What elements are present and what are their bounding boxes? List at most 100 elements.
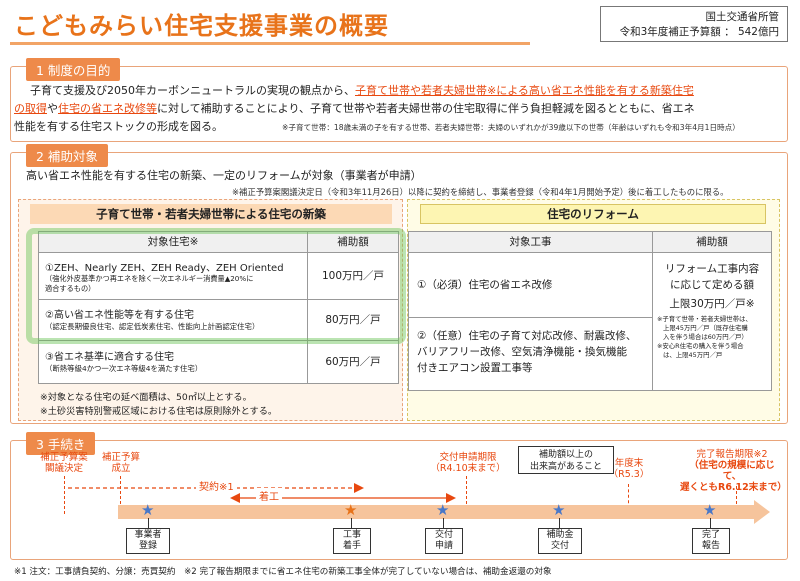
new-build-label: 子育て世帯・若者夫婦世帯による住宅の新築 bbox=[30, 204, 392, 224]
step-start-l2: 着手 bbox=[342, 541, 361, 551]
purpose-2d: に対して補助することにより、子育て世帯や若者夫婦世帯の住宅取得に伴う負担軽減を図… bbox=[157, 102, 695, 115]
tl-callout: 補助額以上の 出来高があること bbox=[518, 446, 614, 474]
section1-box bbox=[10, 66, 788, 142]
reform-row1: ①（必須）住宅の省エネ改修 bbox=[408, 252, 653, 318]
construction-arrowhead bbox=[446, 493, 456, 503]
step-grant-l2: 交付 bbox=[550, 541, 569, 551]
reform-amt-l1: リフォーム工事内容 bbox=[664, 263, 760, 275]
tl-fy-end: 年度末 （R5.3） bbox=[604, 458, 654, 480]
row1-title: ①ZEH、Nearly ZEH、ZEH Ready、ZEH Oriented bbox=[45, 263, 284, 274]
reform-row2: ②（任意）住宅の子育て対応改修、耐震改修、 バリアフリー改修、空気清浄機能・換気… bbox=[408, 317, 653, 391]
section3-heading: 3 手続き bbox=[26, 432, 96, 455]
step-report: 完了 報告 bbox=[692, 528, 730, 554]
reform-row2-l2: バリアフリー改修、空気清浄機能・換気機能 bbox=[417, 346, 627, 358]
ministry-box: 国土交通省所管 令和3年度補正予算額 ： 542億円 bbox=[600, 6, 788, 42]
step-conn-5 bbox=[710, 518, 711, 528]
tl-report-l3: 遅くともR6.12末まで） bbox=[680, 482, 787, 493]
tl-budget-l2: 成立 bbox=[111, 463, 131, 474]
page-title: こどもみらい住宅支援事業の概要 bbox=[14, 12, 389, 40]
timeline-arrows bbox=[68, 483, 770, 524]
step-conn-4 bbox=[559, 518, 560, 528]
ministry: 国土交通省所管 bbox=[705, 11, 780, 23]
reform-amt-l3: 上限30万円／戸※ bbox=[669, 298, 755, 310]
reform-row2-l3: 付きエアコン設置工事等 bbox=[417, 362, 533, 374]
contract-label: 契約※1 bbox=[196, 478, 237, 493]
reform-col-target: 対象工事 bbox=[408, 231, 653, 253]
star-icon-report: ★ bbox=[703, 501, 717, 519]
procedure-footnote: ※1 注文：工事請負契約、分譲：売買契約 ※2 完了報告期限までに省エネ住宅の新… bbox=[14, 567, 552, 577]
step-conn-3 bbox=[443, 518, 444, 528]
target-intro-note: ※補正予算案閣議決定日（令和3年11月26日）以降に契約を締結し、事業者登録（令… bbox=[232, 187, 729, 197]
reform-amt-n3: 入を伴う場合は60万円／戸） bbox=[663, 333, 748, 341]
tl-callout-l1: 補助額以上の bbox=[538, 450, 593, 460]
reform-amt-l2: に応じて定める額 bbox=[670, 279, 754, 291]
step-grant: 補助金 交付 bbox=[538, 528, 582, 554]
star-icon-start: ★ bbox=[344, 501, 358, 519]
row2-sub1: （認定長期優良住宅、認定低炭素住宅、性能向上計画認定住宅） bbox=[45, 322, 260, 331]
row2-title: ②高い省エネ性能等を有する住宅 bbox=[45, 310, 194, 321]
budget: 令和3年度補正予算額 ： 542億円 bbox=[619, 26, 779, 38]
target-intro: 高い省エネ性能を有する住宅の新築、一定のリフォームが対象（事業者が申請） bbox=[26, 169, 422, 182]
tl-deadline-l1: 交付申請期限 bbox=[439, 452, 497, 463]
purpose-line2: の取得や住宅の省エネ改修等に対して補助することにより、子育て世帯や若者夫婦世帯の… bbox=[14, 100, 788, 118]
reform-amt-n1: ※子育て世帯・若者夫婦世帯は、 bbox=[657, 315, 752, 323]
reform-amt-n5: は、上限45万円／戸 bbox=[663, 351, 723, 359]
tl-deadline: 交付申請期限 （R4.10末まで） bbox=[428, 452, 508, 474]
purpose-note: ※子育て世帯：18歳未満の子を有する世帯、若者夫婦世帯：夫婦のいずれかが39歳以… bbox=[282, 123, 740, 132]
step-register-l1: 事業者 bbox=[134, 530, 162, 540]
tl-deadline-l2: （R4.10末まで） bbox=[430, 463, 506, 474]
main-timeline-arrow bbox=[118, 500, 770, 524]
tl-budget-passed: 補正予算 成立 bbox=[92, 452, 150, 474]
construction-arrowtail bbox=[230, 493, 240, 503]
step-apply-l2: 申請 bbox=[434, 541, 453, 551]
tl-dash-5 bbox=[736, 486, 737, 514]
reform-label: 住宅のリフォーム bbox=[420, 204, 766, 224]
tl-dash-3 bbox=[466, 476, 467, 514]
purpose-2c: 住宅の省エネ改修等 bbox=[58, 102, 157, 115]
purpose-2b: や bbox=[47, 102, 58, 115]
tl-fy-l2: （R5.3） bbox=[608, 469, 650, 480]
reform-amt-n2: 上限45万円／戸（既存住宅購 bbox=[663, 324, 748, 332]
tl-report: 完了報告期限※2 （住宅の規模に応じて、 遅くともR6.12末まで） bbox=[680, 449, 787, 493]
new-build-note1: ※対象となる住宅の延べ面積は、50㎡以上とする。 bbox=[40, 392, 252, 403]
star-icon-register: ★ bbox=[141, 501, 155, 519]
tl-callout-l2: 出来高があること bbox=[529, 462, 602, 472]
contract-arrowhead bbox=[354, 483, 364, 493]
tl-dash-4 bbox=[628, 484, 629, 514]
new-build-row2-amount: 80万円／戸 bbox=[307, 299, 399, 341]
reform-row2-l1: ②（任意）住宅の子育て対応改修、耐震改修、 bbox=[417, 330, 637, 342]
step-grant-l1: 補助金 bbox=[546, 530, 574, 540]
tl-dash-1 bbox=[64, 476, 65, 514]
row3-title: ③省エネ基準に適合する住宅 bbox=[45, 352, 174, 363]
new-build-row3-target: ③省エネ基準に適合する住宅 （断熱等級4かつ一次エネ等級4を満たす住宅） bbox=[38, 340, 308, 384]
construction-label: 着工 bbox=[256, 488, 282, 503]
step-start-l1: 工事 bbox=[342, 530, 361, 540]
reform-col-amount: 補助額 bbox=[652, 231, 772, 253]
purpose-1b: 子育て世帯や若者夫婦世帯※による高い省エネ性能を有する新築住宅 bbox=[355, 84, 694, 97]
tl-cabinet-l2: 閣議決定 bbox=[44, 463, 83, 474]
tl-budget-l1: 補正予算 bbox=[101, 452, 140, 463]
section2-heading: 2 補助対象 bbox=[26, 144, 108, 167]
step-apply-l1: 交付 bbox=[434, 530, 453, 540]
row1-sub2: 適合するもの） bbox=[45, 284, 96, 293]
new-build-row2-target: ②高い省エネ性能等を有する住宅 （認定長期優良住宅、認定低炭素住宅、性能向上計画… bbox=[38, 299, 308, 341]
step-report-l1: 完了 bbox=[701, 530, 720, 540]
purpose-2a: の取得 bbox=[14, 102, 47, 115]
purpose-line1: 子育て支援及び2050年カーボンニュートラルの実現の観点から、子育て世帯や若者夫… bbox=[30, 82, 790, 100]
tl-report-l1: 完了報告期限※2 bbox=[696, 449, 768, 460]
new-build-row1-amount: 100万円／戸 bbox=[307, 252, 399, 300]
row1-sub1: （強化外皮基準かつ再エネを除く一次エネルギー消費量▲20%に bbox=[45, 274, 254, 283]
new-build-row3-amount: 60万円／戸 bbox=[307, 340, 399, 384]
reform-amt-n4: ※安心R住宅の購入を伴う場合 bbox=[657, 342, 744, 350]
reform-amount: リフォーム工事内容 に応じて定める額 上限30万円／戸※ ※子育て世帯・若者夫婦… bbox=[652, 252, 772, 391]
star-icon-grant: ★ bbox=[552, 501, 566, 519]
section1-heading: 1 制度の目的 bbox=[26, 58, 121, 81]
new-build-note2: ※土砂災害特別警戒区域における住宅は原則除外とする。 bbox=[40, 406, 278, 417]
tl-cabinet-decision: 補正予算案 閣議決定 bbox=[34, 452, 94, 474]
step-conn-1 bbox=[148, 518, 149, 528]
purpose-1a: 子育て支援及び2050年カーボンニュートラルの実現の観点から、 bbox=[30, 84, 355, 97]
tl-report-l2: （住宅の規模に応じて、 bbox=[689, 460, 775, 482]
tl-fy-l1: 年度末 bbox=[614, 458, 644, 469]
row3-sub1: （断熱等級4かつ一次エネ等級4を満たす住宅） bbox=[45, 364, 203, 373]
tl-cabinet-l1: 補正予算案 bbox=[40, 452, 88, 463]
